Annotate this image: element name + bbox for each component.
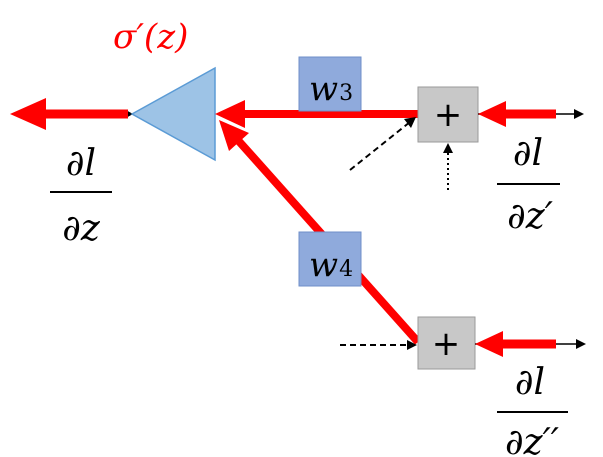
gradient-path-top-head bbox=[215, 100, 245, 128]
grad-input1-denominator: ∂z′ bbox=[507, 196, 553, 237]
grad-input2-numerator: ∂l bbox=[515, 362, 545, 403]
input2-gradient-arrow-head bbox=[475, 331, 503, 357]
grad-output-denominator: ∂z bbox=[62, 208, 101, 249]
sum-node-top bbox=[417, 86, 479, 143]
input1-thin-arrow-head bbox=[574, 109, 584, 119]
weight-label-w4: w4 bbox=[309, 245, 353, 285]
sum-node-bottom-label: + bbox=[432, 324, 461, 364]
grad-output-numerator: ∂l bbox=[66, 143, 96, 184]
activation-triangle bbox=[130, 66, 216, 162]
dashed-input-top-diagonal-head bbox=[404, 117, 416, 128]
sum-node-bottom bbox=[417, 316, 476, 370]
weight-box-w4 bbox=[298, 231, 362, 287]
weight-label-w3: w3 bbox=[309, 69, 353, 109]
sum-node-top-label: + bbox=[434, 95, 463, 135]
output-gradient-arrow-head bbox=[10, 98, 46, 130]
dashed-input-bottom-head bbox=[407, 340, 417, 350]
weight-box-w3 bbox=[298, 56, 362, 112]
gradient-path-bottom-head bbox=[219, 120, 249, 151]
dashed-input-top-diagonal bbox=[349, 121, 411, 171]
dotted-input-top-vertical-head bbox=[443, 143, 453, 153]
input2-thin-arrow-head bbox=[576, 339, 586, 349]
grad-input1-numerator: ∂l bbox=[513, 133, 543, 174]
input1-gradient-arrow-head bbox=[478, 101, 506, 127]
activation-derivative-label: σ′(z) bbox=[113, 17, 188, 57]
grad-input2-denominator: ∂z′′ bbox=[505, 422, 559, 457]
